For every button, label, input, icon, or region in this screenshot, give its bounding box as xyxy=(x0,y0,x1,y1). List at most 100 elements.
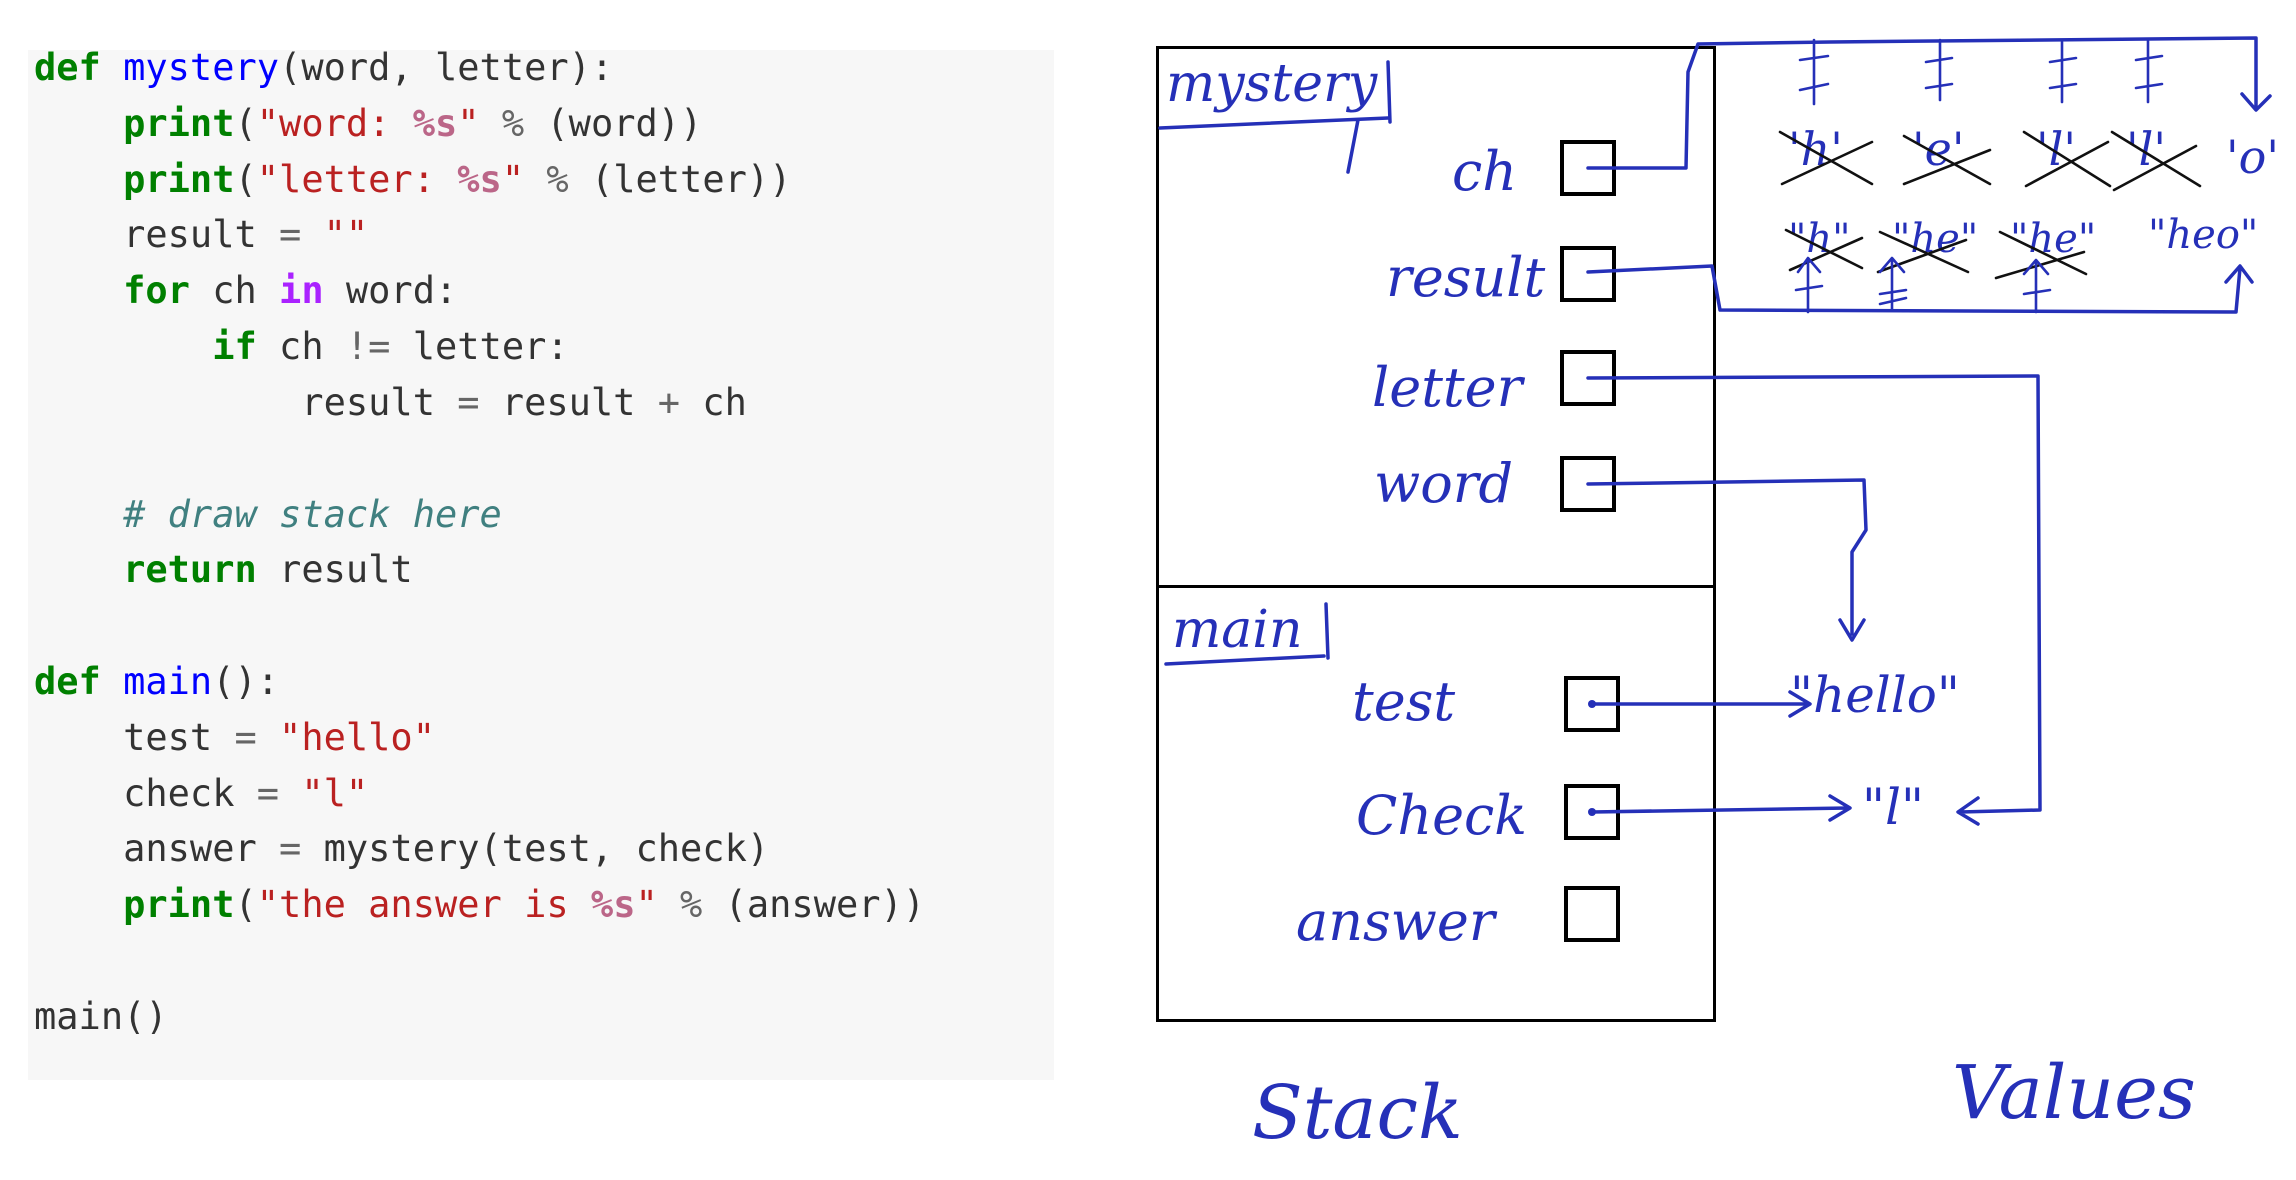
code-token: + xyxy=(657,381,681,424)
code-line: answer = mystery(test, check) xyxy=(34,829,769,869)
value-l: "l" xyxy=(1862,778,1924,836)
code-token xyxy=(101,660,123,703)
code-token xyxy=(301,213,323,256)
value-char-o: 'o' xyxy=(2226,130,2279,184)
code-token: result xyxy=(256,548,413,591)
var-slot-result xyxy=(1560,246,1616,302)
code-line: main() xyxy=(34,997,168,1037)
code-line: print("the answer is %s" % (answer)) xyxy=(34,885,925,925)
var-slot-check xyxy=(1564,784,1620,840)
code-token: main xyxy=(123,660,213,703)
value-str-he-2: "he" xyxy=(2010,216,2097,262)
code-token: %s xyxy=(457,158,502,201)
code-token: "l" xyxy=(301,772,369,815)
value-str-he: "he" xyxy=(1892,216,1979,262)
code-line: # draw stack here xyxy=(34,495,502,535)
code-token: main() xyxy=(34,995,168,1038)
code-token: in xyxy=(279,269,324,312)
code-token: # draw stack here xyxy=(123,493,502,536)
code-token xyxy=(34,548,123,591)
frame-divider xyxy=(1159,585,1713,588)
frame-label-mystery: mystery xyxy=(1166,54,1378,114)
code-token: = xyxy=(279,213,302,256)
code-token: answer xyxy=(34,827,280,870)
value-char-h: 'h' xyxy=(1788,122,1843,176)
code-token xyxy=(524,158,546,201)
code-token: " xyxy=(501,158,525,201)
code-token: mystery(test, check) xyxy=(301,827,770,870)
code-line: return result xyxy=(34,550,413,590)
result-tick-marks xyxy=(1794,256,2052,314)
code-line: for ch in word: xyxy=(34,271,457,311)
code-line: print("letter: %s" % (letter)) xyxy=(34,160,791,200)
code-token: print xyxy=(123,102,235,145)
code-token xyxy=(480,102,502,145)
var-label-result: result xyxy=(1386,246,1546,309)
code-token xyxy=(34,269,123,312)
code-token xyxy=(34,325,212,368)
code-token: % xyxy=(546,158,569,201)
code-token: test xyxy=(34,716,235,759)
code-token: (letter)) xyxy=(568,158,792,201)
var-slot-test xyxy=(1564,676,1620,732)
ch-tick-marks xyxy=(1798,38,2164,106)
code-token: = xyxy=(256,772,280,815)
code-line: result = "" xyxy=(34,215,368,255)
code-line: test = "hello" xyxy=(34,718,435,758)
var-slot-letter xyxy=(1560,350,1616,406)
code-token xyxy=(101,46,123,89)
code-token xyxy=(257,716,279,759)
code-line: print("word: %s" % (word)) xyxy=(34,104,702,144)
var-label-word: word xyxy=(1374,452,1514,515)
code-token: = xyxy=(279,827,302,870)
code-token: result xyxy=(479,381,658,424)
caption-values: Values xyxy=(1952,1050,2196,1136)
code-token: (): xyxy=(212,660,280,703)
code-token: (answer)) xyxy=(702,883,926,926)
var-label-letter: letter xyxy=(1372,356,1523,419)
code-token: word: xyxy=(323,269,458,312)
value-str-heo: "heo" xyxy=(2148,212,2259,258)
caption-stack: Stack xyxy=(1252,1070,1463,1156)
code-line: def main(): xyxy=(34,662,279,702)
code-token: "" xyxy=(323,213,369,256)
code-token: = xyxy=(457,381,480,424)
code-token: " xyxy=(457,102,480,145)
code-token: "word: xyxy=(256,102,413,145)
code-token: return xyxy=(123,548,257,591)
value-char-l2: 'l' xyxy=(2126,122,2167,176)
stack-frame-box xyxy=(1156,46,1716,1022)
code-token: def xyxy=(34,660,101,703)
code-token: % xyxy=(501,102,525,145)
code-token: " xyxy=(635,883,658,926)
var-slot-word xyxy=(1560,456,1616,512)
code-token: ch xyxy=(256,325,346,368)
code-token xyxy=(34,493,123,536)
code-token: "hello" xyxy=(279,716,435,759)
code-token: check xyxy=(34,772,257,815)
var-label-ch: ch xyxy=(1452,140,1518,203)
value-char-l1: 'l' xyxy=(2036,122,2077,176)
code-token: ch xyxy=(680,381,747,424)
code-token: = xyxy=(234,716,257,759)
code-token xyxy=(279,772,301,815)
code-token: (word)) xyxy=(524,102,703,145)
code-panel: def mystery(word, letter): print("word: … xyxy=(28,48,1054,1080)
code-token: ( xyxy=(234,158,257,201)
code-token xyxy=(34,158,123,201)
code-token: != xyxy=(345,325,391,368)
code-token: ( xyxy=(234,102,257,145)
value-str-h: "h" xyxy=(1788,216,1851,262)
code-line: if ch != letter: xyxy=(34,325,569,368)
code-token: result xyxy=(34,213,280,256)
code-token: % xyxy=(680,883,703,926)
code-token: print xyxy=(123,883,235,926)
var-slot-ch xyxy=(1560,140,1616,196)
var-label-test: test xyxy=(1352,670,1456,733)
var-label-check: Check xyxy=(1356,784,1528,847)
code-token: if xyxy=(212,325,257,368)
code-token: letter: xyxy=(390,325,569,368)
code-token: %s xyxy=(412,102,458,145)
code-token: ( xyxy=(234,883,257,926)
code-token: ch xyxy=(189,269,280,312)
